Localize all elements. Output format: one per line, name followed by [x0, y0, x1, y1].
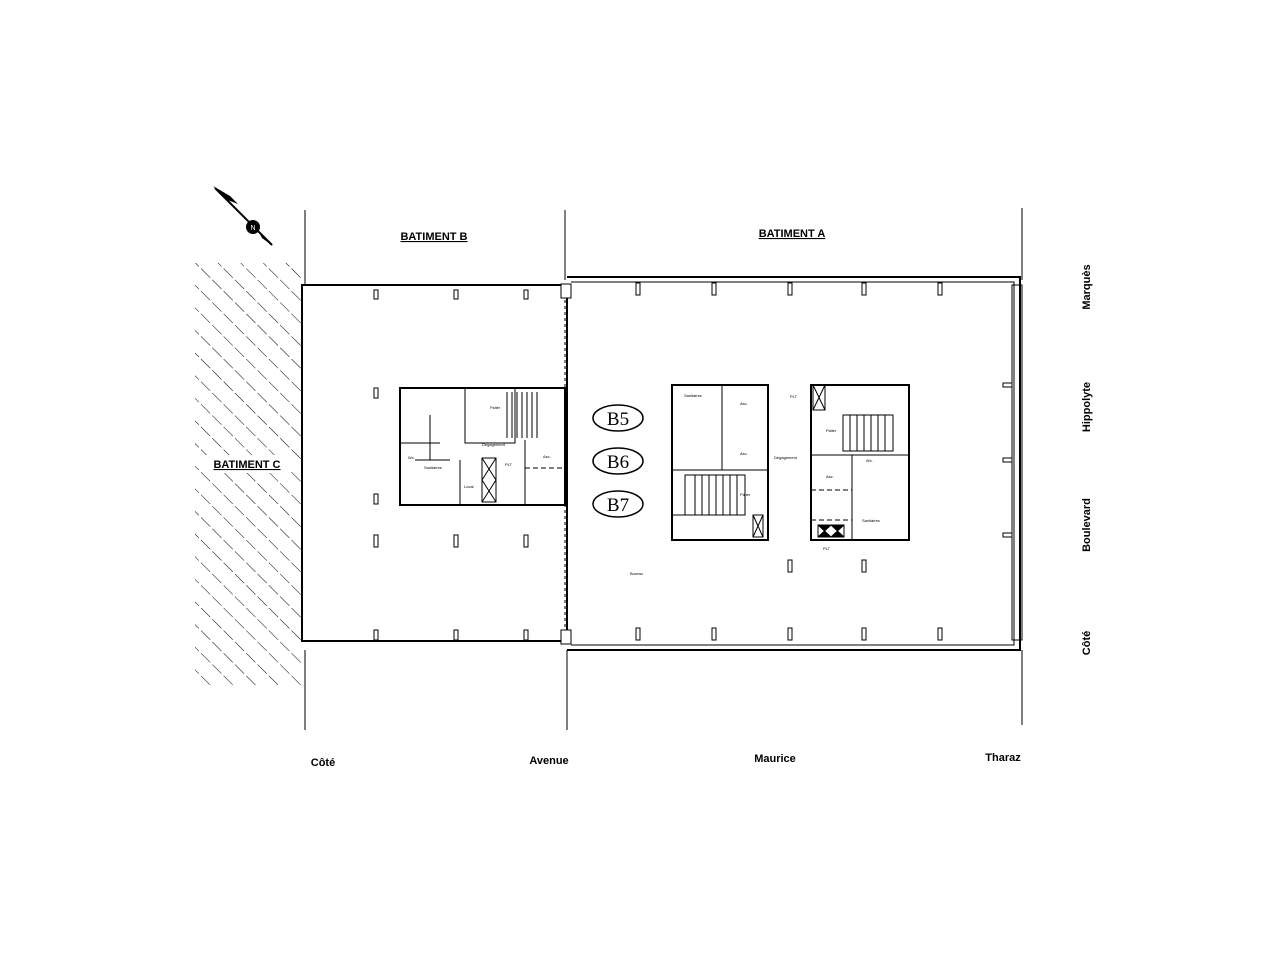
north-arrow-icon: N	[213, 186, 273, 246]
room-label-palier: Palier	[826, 428, 837, 433]
street-label-marques: Marquès	[1081, 264, 1093, 309]
street-label-tharaz: Tharaz	[985, 752, 1021, 764]
compass-label: N	[250, 225, 255, 232]
unit-labels: B5 B6 B7	[592, 404, 644, 518]
batiment-a-outline	[567, 276, 1021, 651]
room-label-asc: Asc.	[826, 474, 834, 479]
street-label-hippolyte: Hippolyte	[1081, 382, 1093, 432]
room-label-sanitaires: Sanitaires	[684, 393, 702, 398]
unit-b7-label: B7	[607, 495, 629, 516]
room-label-palier: Palier	[740, 492, 751, 497]
batiment-c-area	[195, 263, 302, 685]
batiment-b-label: BATIMENT B	[400, 231, 467, 243]
unit-b5-label: B5	[607, 409, 629, 430]
room-label-plt: PLT	[505, 462, 513, 467]
room-label-plt: PLT	[823, 546, 831, 551]
room-label-bureau: Bureau	[630, 571, 643, 576]
batiment-c-label: BATIMENT C	[213, 459, 280, 471]
core-batiment-b: Palier Dégagement Asc. Wc. Sanitaires Lo…	[399, 387, 566, 506]
core-batiment-a-right: Palier Asc. Wc. Sanitaires PLT PLT	[790, 384, 910, 551]
room-label-wc: Wc.	[408, 455, 415, 460]
room-label-degagement: Dégagement	[774, 455, 798, 460]
room-label-wc: Wc.	[866, 458, 873, 463]
room-label-local: Local	[464, 484, 474, 489]
core-batiment-a-left: Asc. Asc. Sanitaires Palier Dégagement	[671, 384, 798, 541]
street-label-avenue: Avenue	[529, 755, 568, 767]
street-label-boulevard: Boulevard	[1081, 498, 1093, 552]
batiment-a-label: BATIMENT A	[759, 228, 826, 240]
property-lines	[304, 208, 1023, 730]
room-label-sanitaires: Sanitaires	[862, 518, 880, 523]
room-label-asc: Asc.	[543, 454, 551, 459]
unit-b6-label: B6	[607, 452, 629, 473]
room-label-asc: Asc.	[740, 451, 748, 456]
room-label-asc: Asc.	[740, 401, 748, 406]
room-label-palier: Palier	[490, 405, 501, 410]
room-label-sanitaires: Sanitaires	[424, 465, 442, 470]
room-label-degagement: Dégagement	[482, 442, 506, 447]
room-label-plt: PLT	[790, 394, 798, 399]
columns	[373, 282, 1013, 641]
street-label-maurice: Maurice	[754, 753, 796, 765]
street-label-cote-right: Côté	[1081, 631, 1093, 655]
batiment-b-outline	[301, 284, 568, 642]
street-label-cote: Côté	[311, 757, 335, 769]
